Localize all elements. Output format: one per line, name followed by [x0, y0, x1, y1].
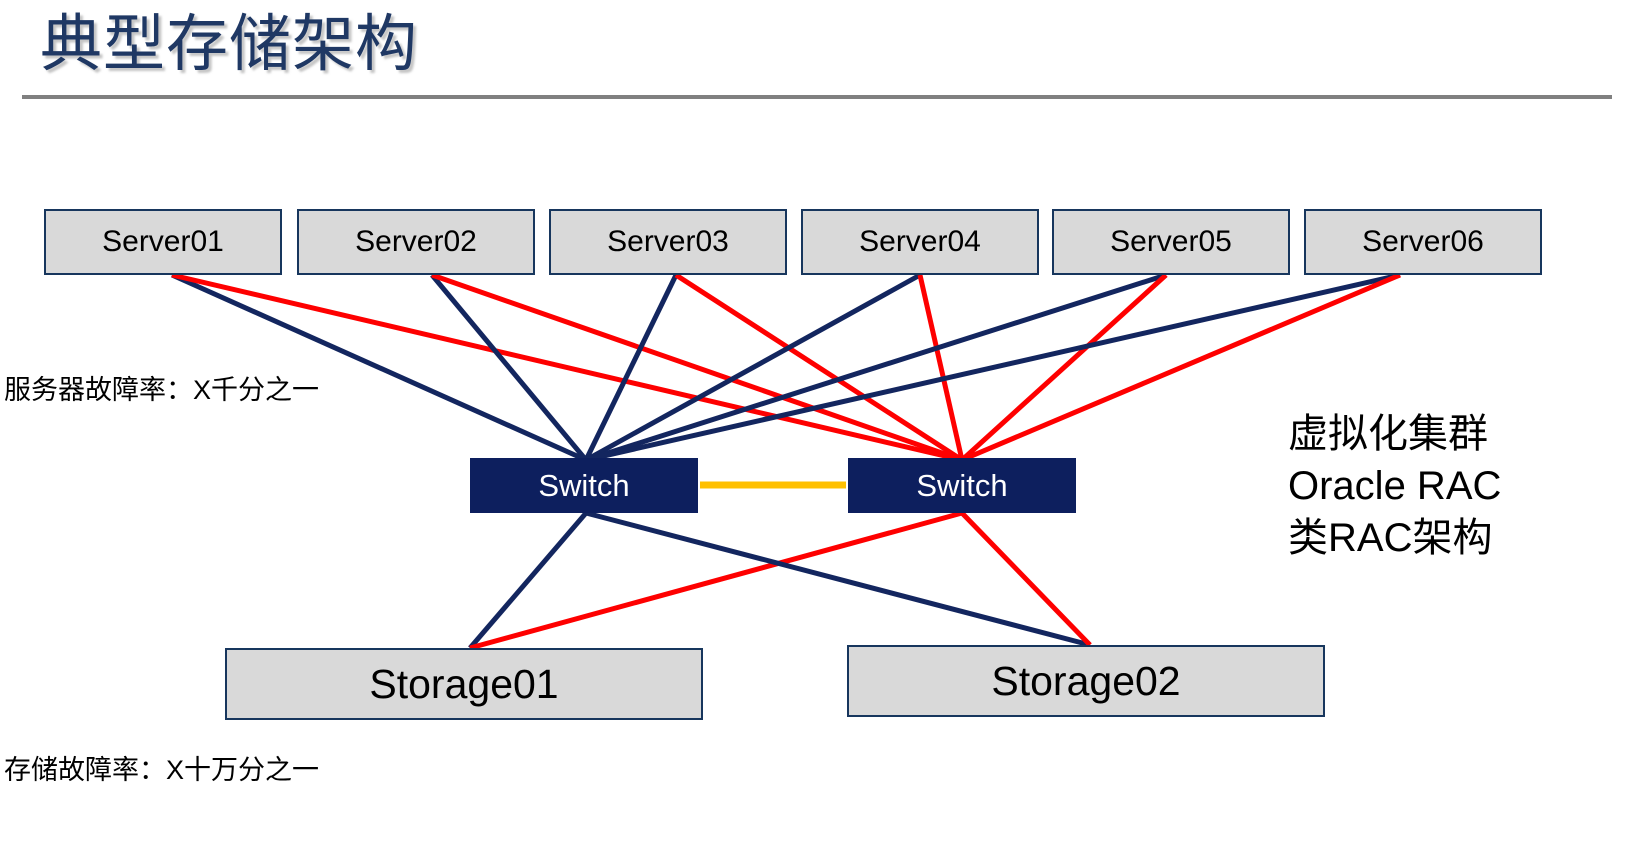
cluster-note-line-3: 类RAC架构 [1288, 516, 1493, 560]
server-node-5[interactable]: Server05 [1052, 209, 1290, 275]
server-switch-links [170, 272, 1401, 463]
server-node-label: Server05 [1110, 225, 1232, 258]
link-server-2-to-switch-1 [430, 273, 588, 462]
switch-node-2[interactable]: Switch [848, 458, 1076, 513]
link-switch-2-to-storage-1 [469, 510, 963, 651]
cluster-note-line-1: 虚拟化集群 [1288, 412, 1488, 456]
server-node-1[interactable]: Server01 [44, 209, 282, 275]
link-server-1-to-switch-1 [170, 272, 588, 463]
server-node-label: Server06 [1362, 225, 1484, 258]
link-server-4-to-switch-1 [584, 272, 922, 463]
server-node-label: Server04 [859, 225, 981, 258]
storage-node-2[interactable]: Storage02 [847, 645, 1325, 717]
link-server-5-to-switch-1 [585, 272, 1167, 463]
switch-node-label: Switch [916, 467, 1008, 503]
server-node-label: Server01 [102, 225, 224, 258]
link-switch-1-to-storage-2 [585, 510, 1091, 648]
storage-failure-rate-label: 存储故障率：X十万分之一 [4, 755, 320, 785]
switch-node-label: Switch [538, 467, 630, 503]
link-switch-1-to-storage-1 [468, 511, 588, 650]
link-server-3-to-switch-1 [583, 273, 679, 462]
title-divider [22, 95, 1612, 99]
storage-node-label: Storage02 [991, 657, 1181, 704]
switch-storage-links [468, 510, 1092, 651]
server-node-4[interactable]: Server04 [801, 209, 1039, 275]
storage-node-1[interactable]: Storage01 [225, 648, 703, 720]
server-node-label: Server02 [355, 225, 477, 258]
link-switch-2-to-storage-2 [960, 511, 1092, 647]
link-server-5-to-switch-2 [960, 273, 1168, 462]
server-failure-rate-label: 服务器故障率：X千分之一 [4, 375, 320, 405]
link-server-3-to-switch-2 [674, 272, 964, 463]
link-server-4-to-switch-2 [917, 274, 965, 461]
cluster-note: 虚拟化集群 Oracle RAC 类RAC架构 [1288, 408, 1501, 564]
server-node-label: Server03 [607, 225, 729, 258]
server-node-2[interactable]: Server02 [297, 209, 535, 275]
storage-node-label: Storage01 [369, 660, 559, 707]
link-server-6-to-switch-2 [961, 272, 1401, 463]
server-node-6[interactable]: Server06 [1304, 209, 1542, 275]
page-title: 典型存储架构 [40, 10, 419, 79]
link-server-2-to-switch-2 [431, 272, 963, 463]
link-server-6-to-switch-1 [585, 272, 1401, 463]
link-server-1-to-switch-2 [171, 272, 963, 463]
cluster-note-line-2: Oracle RAC [1288, 464, 1502, 508]
switch-node-1[interactable]: Switch [470, 458, 698, 513]
server-node-3[interactable]: Server03 [549, 209, 787, 275]
